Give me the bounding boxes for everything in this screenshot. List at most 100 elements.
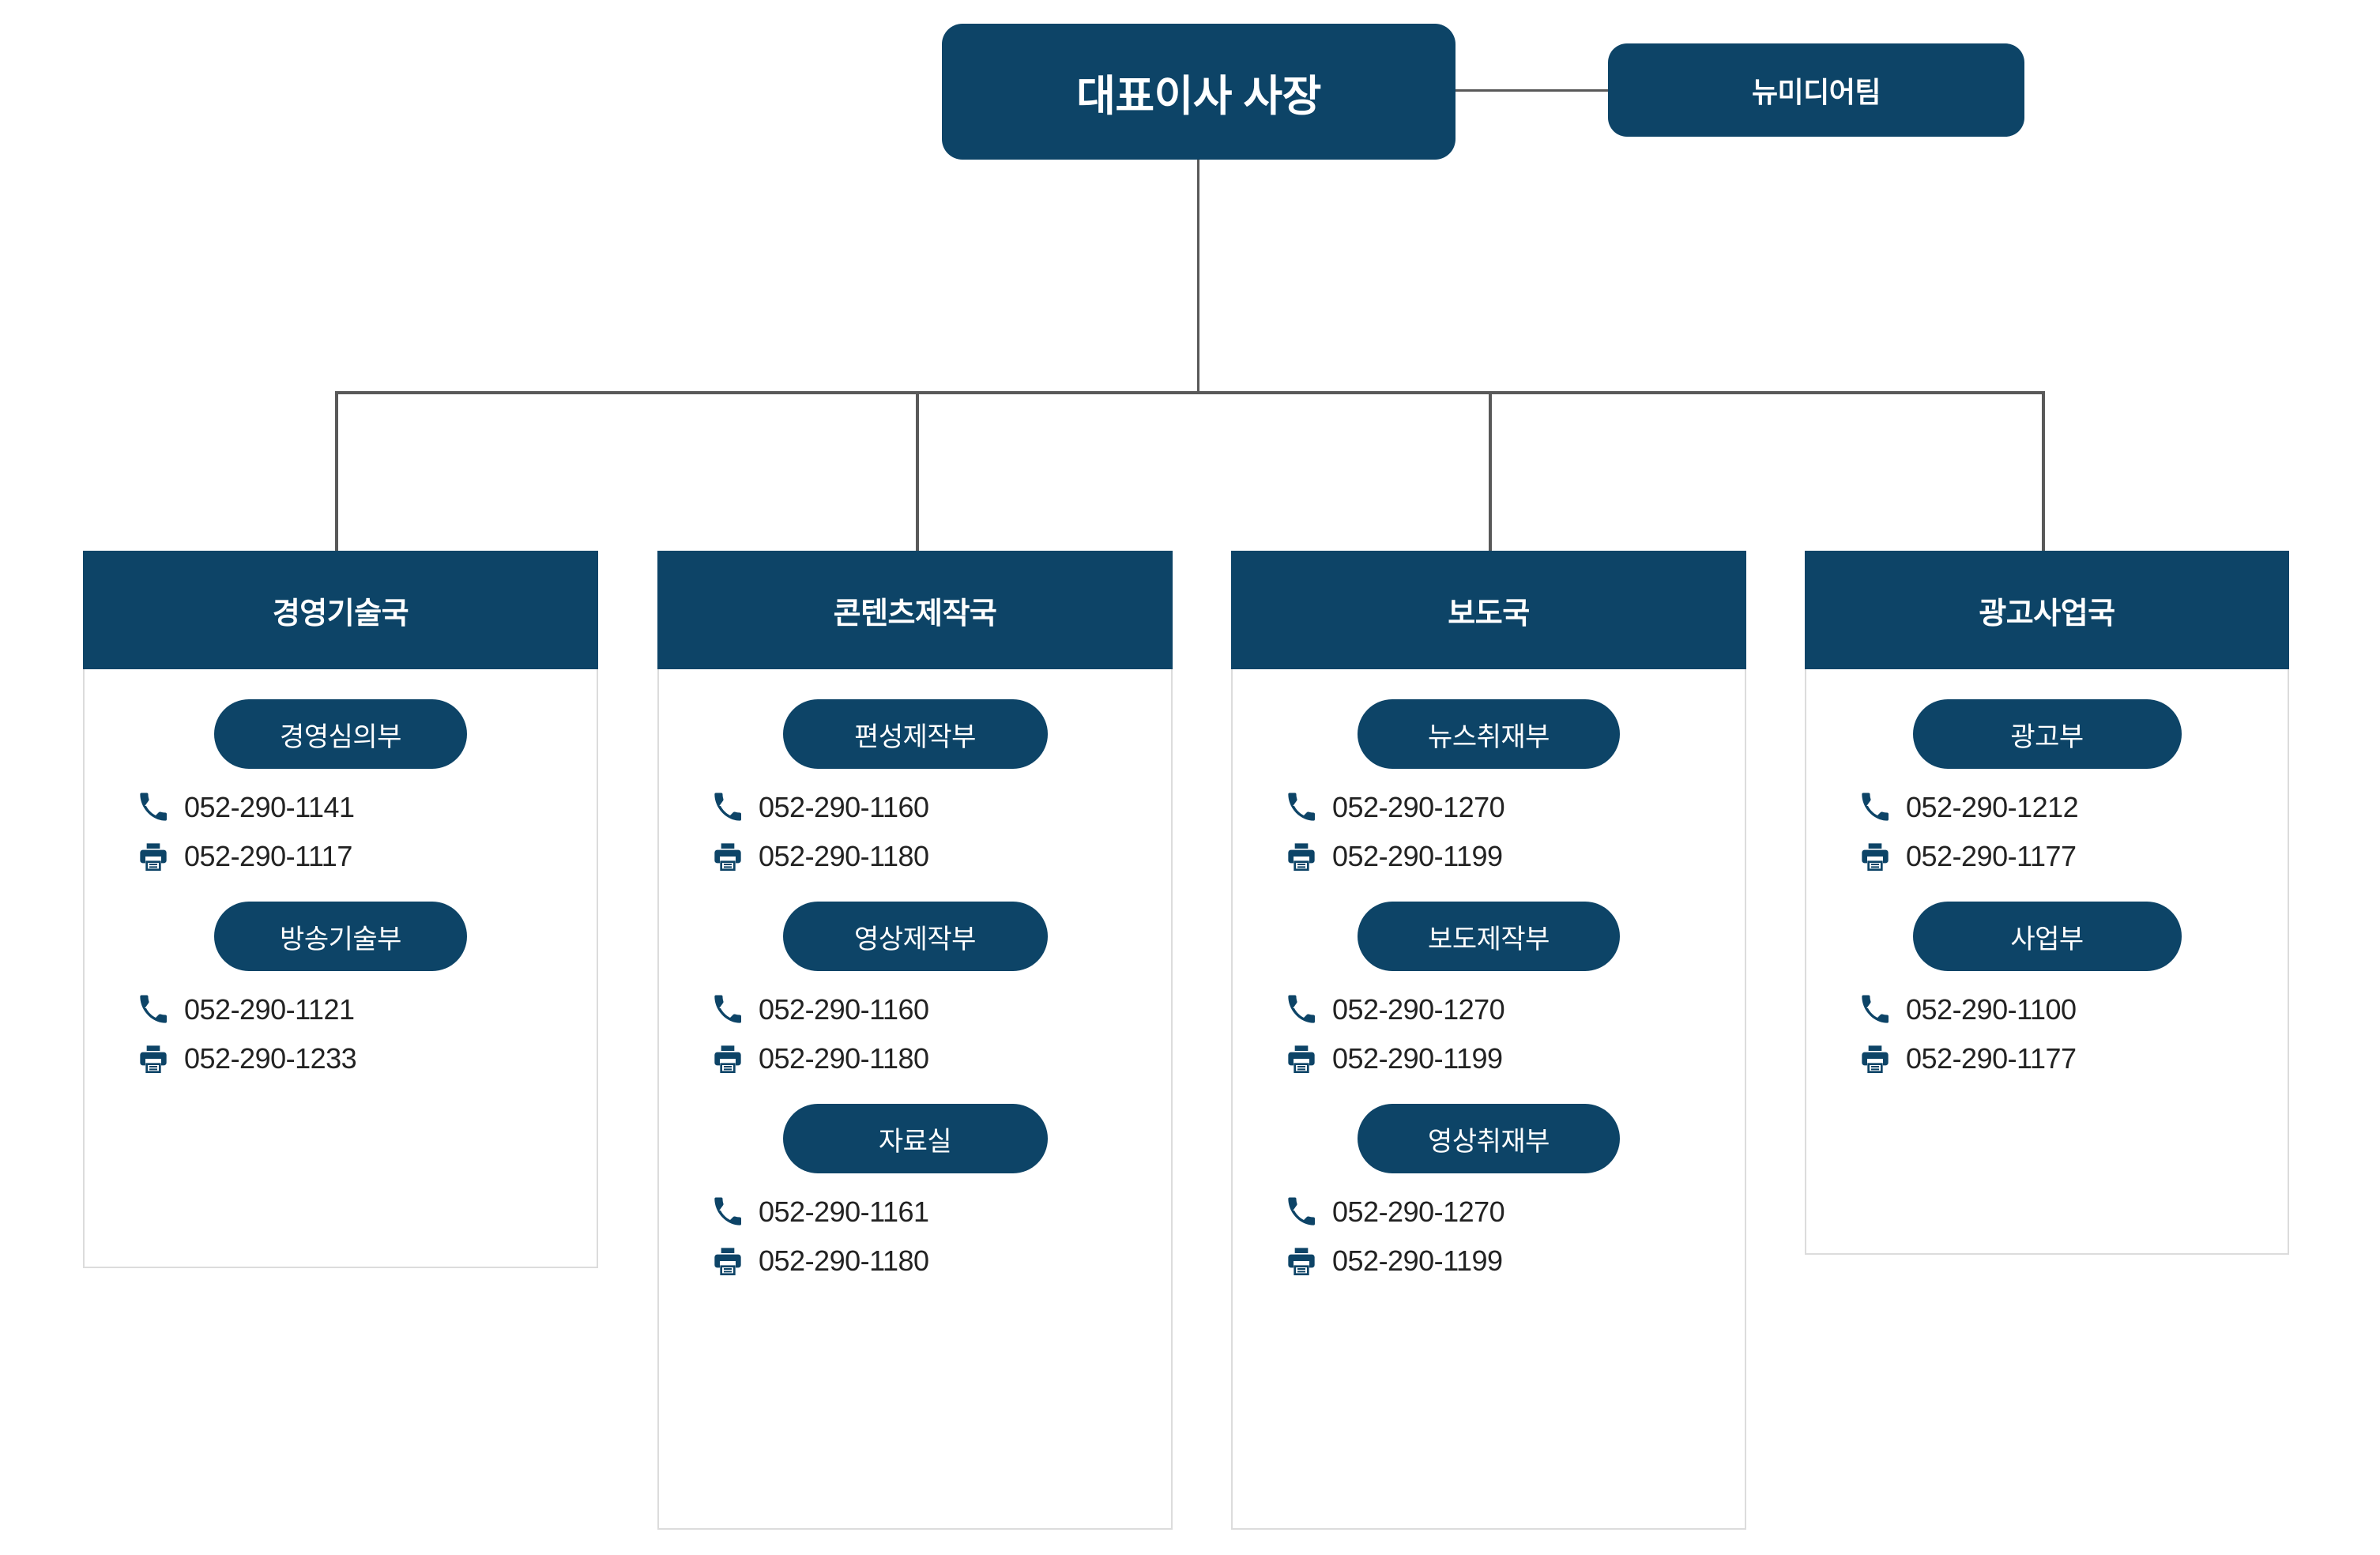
team-fax-number: 052-290-1199 <box>1332 1042 1503 1075</box>
fax-icon <box>1285 1244 1318 1278</box>
phone-icon <box>711 791 744 824</box>
team-phone-number: 052-290-1160 <box>759 791 929 823</box>
team-fax-number: 052-290-1199 <box>1332 1244 1503 1277</box>
team-fax-row[interactable]: 052-290-1199 <box>1233 1034 1745 1083</box>
team-fax-number: 052-290-1180 <box>759 1244 929 1277</box>
team-block: 영상취재부 052-290-1270 052-290-1199 <box>1233 1104 1745 1286</box>
team-phone-row[interactable]: 052-290-1141 <box>85 783 597 832</box>
team-block: 자료실 052-290-1161 052-290-1180 <box>659 1104 1171 1286</box>
phone-icon <box>1285 993 1318 1026</box>
team-name-pill[interactable]: 경영심의부 <box>214 699 467 769</box>
team-fax-row[interactable]: 052-290-1117 <box>85 832 597 881</box>
team-name-pill[interactable]: 자료실 <box>782 1104 1048 1173</box>
team-name-pill[interactable]: 보도제작부 <box>1358 902 1620 971</box>
team-phone-row[interactable]: 052-290-1270 <box>1233 985 1745 1034</box>
fax-icon <box>711 1042 744 1075</box>
connector-horizontal-bus <box>336 391 2045 394</box>
connector-drop-dept-3 <box>1489 391 1492 552</box>
team-phone-row[interactable]: 052-290-1270 <box>1233 783 1745 832</box>
fax-icon <box>711 1244 744 1278</box>
department-card-4: 광고사업국 광고부 052-290-1212 052-290-1177 <box>1805 551 2289 1255</box>
fax-icon <box>137 1042 170 1075</box>
team-block: 보도제작부 052-290-1270 052-290-1199 <box>1233 902 1745 1083</box>
team-name-pill[interactable]: 뉴스취재부 <box>1358 699 1620 769</box>
fax-icon <box>1285 840 1318 873</box>
team-phone-number: 052-290-1270 <box>1332 1195 1505 1228</box>
department-body-3: 뉴스취재부 052-290-1270 052-290-1199 보도제작부 <box>1231 669 1746 1530</box>
team-fax-row[interactable]: 052-290-1177 <box>1806 832 2288 881</box>
team-block: 편성제작부 052-290-1160 052-290-1180 <box>659 699 1171 881</box>
team-name-pill[interactable]: 영상취재부 <box>1358 1104 1620 1173</box>
department-title-1: 경영기술국 <box>83 551 598 669</box>
team-name-pill[interactable]: 영상제작부 <box>782 902 1048 971</box>
connector-drop-dept-4 <box>2042 391 2045 552</box>
team-block: 뉴스취재부 052-290-1270 052-290-1199 <box>1233 699 1745 881</box>
team-fax-number: 052-290-1177 <box>1906 840 2077 872</box>
team-fax-number: 052-290-1180 <box>759 840 929 872</box>
department-title-2: 콘텐츠제작국 <box>657 551 1173 669</box>
team-fax-number: 052-290-1177 <box>1906 1042 2077 1075</box>
team-block: 방송기술부 052-290-1121 052-290-1233 <box>85 902 597 1083</box>
team-phone-row[interactable]: 052-290-1160 <box>659 985 1171 1034</box>
team-fax-row[interactable]: 052-290-1180 <box>659 1237 1171 1286</box>
phone-icon <box>1858 993 1892 1026</box>
phone-icon <box>1285 791 1318 824</box>
fax-icon <box>137 840 170 873</box>
department-card-2: 콘텐츠제작국 편성제작부 052-290-1160 052-290-1180 <box>657 551 1173 1530</box>
team-phone-number: 052-290-1160 <box>759 993 929 1026</box>
phone-icon <box>1285 1195 1318 1229</box>
team-phone-row[interactable]: 052-290-1212 <box>1806 783 2288 832</box>
team-block: 사업부 052-290-1100 052-290-1177 <box>1806 902 2288 1083</box>
fax-icon <box>1285 1042 1318 1075</box>
team-phone-row[interactable]: 052-290-1121 <box>85 985 597 1034</box>
ceo-node[interactable]: 대표이사 사장 <box>942 24 1455 160</box>
phone-icon <box>711 1195 744 1229</box>
team-phone-number: 052-290-1161 <box>759 1195 929 1228</box>
department-body-2: 편성제작부 052-290-1160 052-290-1180 영상제작부 <box>657 669 1173 1530</box>
team-phone-number: 052-290-1141 <box>184 791 355 823</box>
team-fax-row[interactable]: 052-290-1199 <box>1233 1237 1745 1286</box>
team-phone-number: 052-290-1270 <box>1332 791 1505 823</box>
team-phone-number: 052-290-1121 <box>184 993 355 1026</box>
fax-icon <box>711 840 744 873</box>
connector-ceo-to-newmedia <box>1454 89 1609 92</box>
team-phone-row[interactable]: 052-290-1160 <box>659 783 1171 832</box>
phone-icon <box>711 993 744 1026</box>
team-phone-number: 052-290-1270 <box>1332 993 1505 1026</box>
team-block: 영상제작부 052-290-1160 052-290-1180 <box>659 902 1171 1083</box>
team-fax-row[interactable]: 052-290-1180 <box>659 1034 1171 1083</box>
fax-icon <box>1858 1042 1892 1075</box>
team-phone-number: 052-290-1212 <box>1906 791 2079 823</box>
team-phone-row[interactable]: 052-290-1161 <box>659 1188 1171 1237</box>
department-body-4: 광고부 052-290-1212 052-290-1177 사업부 <box>1805 669 2289 1255</box>
team-fax-row[interactable]: 052-290-1177 <box>1806 1034 2288 1083</box>
department-title-4: 광고사업국 <box>1805 551 2289 669</box>
team-phone-number: 052-290-1100 <box>1906 993 2077 1026</box>
connector-drop-dept-2 <box>916 391 919 552</box>
newmedia-team-node[interactable]: 뉴미디어팀 <box>1608 43 2024 137</box>
team-phone-row[interactable]: 052-290-1100 <box>1806 985 2288 1034</box>
team-name-pill[interactable]: 광고부 <box>1912 699 2182 769</box>
team-name-pill[interactable]: 편성제작부 <box>782 699 1048 769</box>
fax-icon <box>1858 840 1892 873</box>
team-block: 경영심의부 052-290-1141 052-290-1117 <box>85 699 597 881</box>
team-phone-row[interactable]: 052-290-1270 <box>1233 1188 1745 1237</box>
connector-ceo-stem <box>1197 160 1199 393</box>
team-fax-number: 052-290-1117 <box>184 840 352 872</box>
team-fax-number: 052-290-1180 <box>759 1042 929 1075</box>
phone-icon <box>1858 791 1892 824</box>
team-fax-row[interactable]: 052-290-1180 <box>659 832 1171 881</box>
department-card-1: 경영기술국 경영심의부 052-290-1141 052-290-1117 <box>83 551 598 1268</box>
phone-icon <box>137 791 170 824</box>
team-fax-row[interactable]: 052-290-1199 <box>1233 832 1745 881</box>
team-fax-row[interactable]: 052-290-1233 <box>85 1034 597 1083</box>
connector-drop-dept-1 <box>335 391 338 552</box>
department-title-3: 보도국 <box>1231 551 1746 669</box>
department-card-3: 보도국 뉴스취재부 052-290-1270 052-290-1199 <box>1231 551 1746 1530</box>
phone-icon <box>137 993 170 1026</box>
team-fax-number: 052-290-1199 <box>1332 840 1503 872</box>
team-name-pill[interactable]: 사업부 <box>1912 902 2182 971</box>
team-block: 광고부 052-290-1212 052-290-1177 <box>1806 699 2288 881</box>
team-name-pill[interactable]: 방송기술부 <box>214 902 467 971</box>
